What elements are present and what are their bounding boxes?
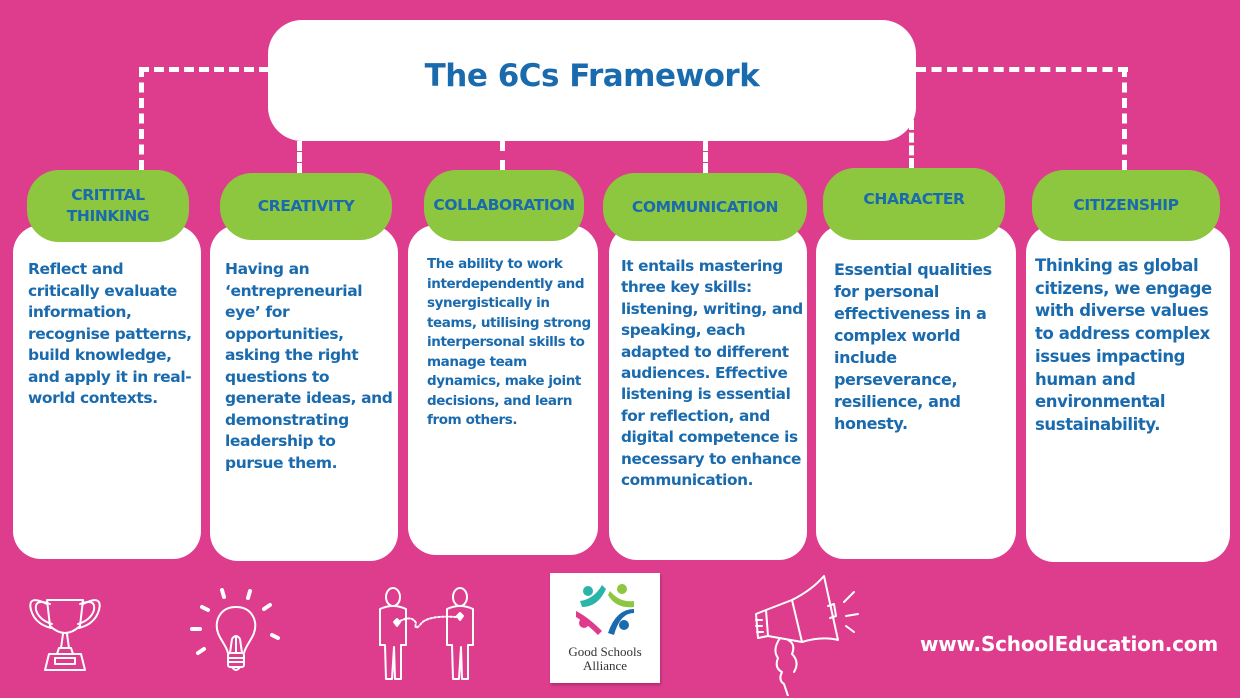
website-url[interactable]: www.SchoolEducation.com: [920, 632, 1218, 656]
connector-character: [909, 120, 914, 168]
pill-character: CHARACTER: [823, 168, 1005, 240]
connector-right-horizontal: [916, 67, 1128, 72]
pill-label-line2: THINKING: [66, 207, 150, 225]
pill-label: COLLABORATION: [433, 196, 575, 214]
pill-critical-thinking: CRITITAL THINKING: [27, 170, 189, 242]
card-communication: It entails mastering three key skills: l…: [609, 225, 807, 560]
good-schools-alliance-logo: Good Schools Alliance: [550, 573, 660, 683]
pill-label-line1: CRITITAL: [71, 186, 145, 204]
connector-critical-thinking: [139, 67, 144, 170]
card-collaboration: The ability to work interdependently and…: [408, 225, 598, 555]
card-critical-thinking: Reflect and critically evaluate informat…: [13, 225, 201, 559]
alliance-figures-icon: [576, 584, 634, 635]
logo-text: Good Schools Alliance: [568, 644, 642, 673]
title-box: The 6Cs Framework: [268, 20, 916, 141]
lightbulb-icon: [190, 588, 280, 671]
pill-label: CREATIVITY: [257, 197, 355, 215]
card-character: Essential qualities for personal effecti…: [816, 225, 1016, 559]
page-title: The 6Cs Framework: [424, 57, 760, 94]
card-body: It entails mastering three key skills: l…: [621, 257, 803, 490]
card-creativity: Having an ‘entrepreneurial eye’ for oppo…: [210, 225, 398, 561]
card-body: The ability to work interdependently and…: [427, 256, 591, 428]
trophy-icon: [29, 599, 101, 671]
pill-collaboration: COLLABORATION: [424, 170, 584, 241]
card-body: Thinking as global citizens, we engage w…: [1035, 256, 1212, 434]
connector-creativity: [297, 141, 302, 173]
connector-communication: [703, 141, 708, 173]
pill-citizenship: CITIZENSHIP: [1032, 170, 1220, 241]
card-body: Essential qualities for personal effecti…: [834, 260, 992, 433]
pill-label: CITIZENSHIP: [1073, 196, 1179, 214]
pill-label: COMMUNICATION: [631, 197, 779, 216]
pill-communication: COMMUNICATION: [603, 173, 807, 241]
card-body: Having an ‘entrepreneurial eye’ for oppo…: [225, 260, 393, 472]
pill-label: CHARACTER: [863, 189, 965, 208]
megaphone-icon: [755, 575, 859, 696]
card-citizenship: Thinking as global citizens, we engage w…: [1026, 225, 1230, 562]
pill-creativity: CREATIVITY: [220, 173, 392, 240]
connector-left-horizontal: [139, 67, 269, 72]
card-body: Reflect and critically evaluate informat…: [28, 260, 192, 407]
connector-citizenship: [1122, 67, 1127, 170]
connector-collaboration: [500, 141, 505, 170]
two-people-heart-icon: [379, 587, 474, 680]
